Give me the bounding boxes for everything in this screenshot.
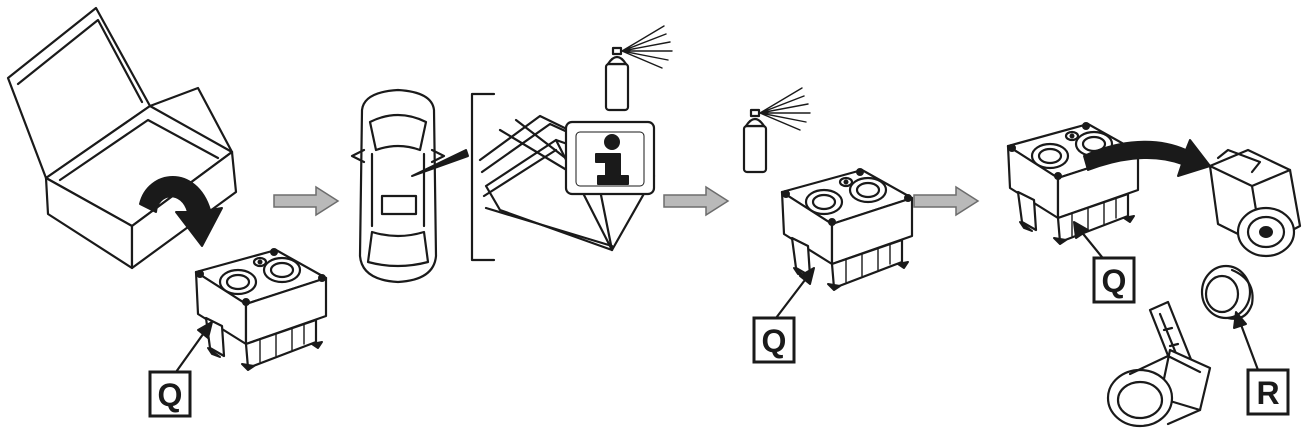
sensor-module-3 [1008, 123, 1138, 244]
spray-can-icon-2 [744, 88, 810, 172]
svg-text:Q: Q [762, 323, 787, 359]
lens-ring [1202, 266, 1253, 319]
pointer-arrow-q2 [776, 268, 814, 318]
svg-text:Q: Q [1102, 263, 1127, 299]
sensor-module-1 [196, 249, 326, 370]
information-icon [566, 122, 654, 194]
sensor-module-2 [782, 169, 912, 290]
pointer-arrow-r [1234, 312, 1258, 370]
process-arrow-3 [914, 187, 978, 215]
manual-bracket [472, 94, 494, 260]
process-arrow-1 [274, 187, 338, 215]
camera-bezel [1108, 302, 1210, 426]
label-q2: Q [754, 318, 794, 362]
label-q1: Q [150, 372, 190, 416]
car-top-view [352, 90, 468, 282]
open-box-illustration [8, 8, 236, 268]
camera-unit [1210, 150, 1300, 256]
spray-can-icon-1 [606, 26, 672, 110]
process-arrow-2 [664, 187, 728, 215]
label-q3: Q [1094, 258, 1134, 302]
svg-text:Q: Q [158, 377, 183, 413]
label-r: R [1248, 370, 1288, 414]
svg-text:R: R [1256, 375, 1279, 411]
pointer-arrow-q1 [176, 322, 212, 372]
